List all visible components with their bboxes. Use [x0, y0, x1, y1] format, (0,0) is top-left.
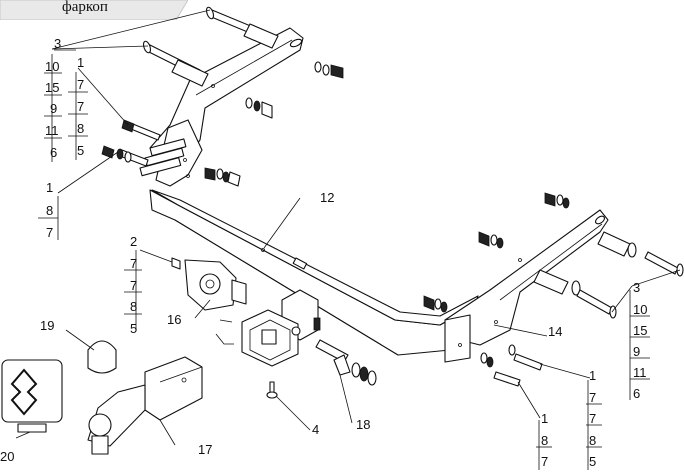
stack-item: 1 [541, 411, 548, 426]
left-stack-1a: 1 7 7 8 5 [77, 55, 84, 158]
stack-item: 7 [589, 390, 596, 405]
stack-item: 3 [633, 280, 640, 295]
left-nut-set-upper [245, 61, 344, 119]
bolt-left-top [205, 6, 279, 49]
callout-16: 16 [167, 312, 181, 327]
callout-17: 17 [198, 442, 212, 457]
callout-12: 12 [320, 190, 334, 205]
header-tag-label: фаркоп [62, 0, 108, 15]
stack-item: 7 [130, 278, 137, 293]
stack-item: 9 [633, 344, 640, 359]
stack-item: 15 [45, 80, 59, 95]
stack-item: 7 [589, 411, 596, 426]
stack-item: 7 [46, 225, 53, 240]
stack-underlines [38, 72, 650, 448]
right-stack-1b: 1 8 7 [541, 411, 548, 469]
ball-cap-19 [87, 340, 117, 374]
stack-item: 1 [589, 368, 596, 383]
stack-item: 7 [130, 256, 137, 271]
stack-item: 15 [633, 323, 647, 338]
stack-item: 10 [45, 59, 59, 74]
callout-20: 20 [0, 449, 14, 464]
left-bracket [139, 27, 304, 187]
stack-item: 11 [633, 365, 647, 380]
receiver-box [241, 289, 321, 367]
callout-19: 19 [40, 318, 54, 333]
stack-item: 1 [77, 55, 84, 70]
left-stack-3: 3 10 15 9 11 6 [45, 36, 61, 160]
stack-item: 11 [45, 123, 59, 138]
stack-item: 1 [46, 180, 53, 195]
stack-item: 9 [50, 101, 57, 116]
right-stack-1a: 1 7 7 8 5 [589, 368, 596, 469]
left-stack-2: 7 7 8 5 [130, 256, 137, 336]
socket-plate-16 [171, 257, 247, 345]
stack-item: 7 [77, 99, 84, 114]
right-bolts [533, 231, 684, 319]
callout-14: 14 [548, 324, 562, 339]
header-tag: фаркоп [0, 0, 188, 20]
right-stack-3: 3 10 15 9 11 6 [633, 280, 647, 401]
stack-item: 5 [77, 143, 84, 158]
stack-item: 8 [541, 433, 548, 448]
stack-item: 8 [46, 203, 53, 218]
stack-item: 7 [541, 454, 548, 469]
callout-labels: 12 14 16 17 18 19 20 4 2 [0, 190, 562, 464]
leader-lines [15, 9, 681, 470]
stack-item: 5 [589, 454, 596, 469]
left-small-bolts [101, 119, 241, 187]
right-nut-sets [423, 192, 570, 387]
callout-18: 18 [356, 417, 370, 432]
callout-4: 4 [312, 422, 319, 437]
right-bracket [444, 209, 609, 363]
stack-item: 5 [130, 321, 137, 336]
renault-logo-plate [1, 359, 63, 433]
pin-18 [315, 339, 377, 386]
stack-item: 10 [633, 302, 647, 317]
stack-item: 6 [50, 145, 57, 160]
callout-2: 2 [130, 234, 137, 249]
stack-item: 7 [77, 77, 84, 92]
stack-item: 8 [77, 121, 84, 136]
stack-item: 8 [589, 433, 596, 448]
stack-item: 3 [54, 36, 61, 51]
bolt-left-second [142, 40, 209, 87]
tow-ball-mount-17 [87, 356, 203, 455]
left-stack-1b: 1 8 7 [46, 180, 53, 240]
stack-item: 6 [633, 386, 640, 401]
bolt-4 [266, 381, 278, 399]
stack-item: 8 [130, 299, 137, 314]
